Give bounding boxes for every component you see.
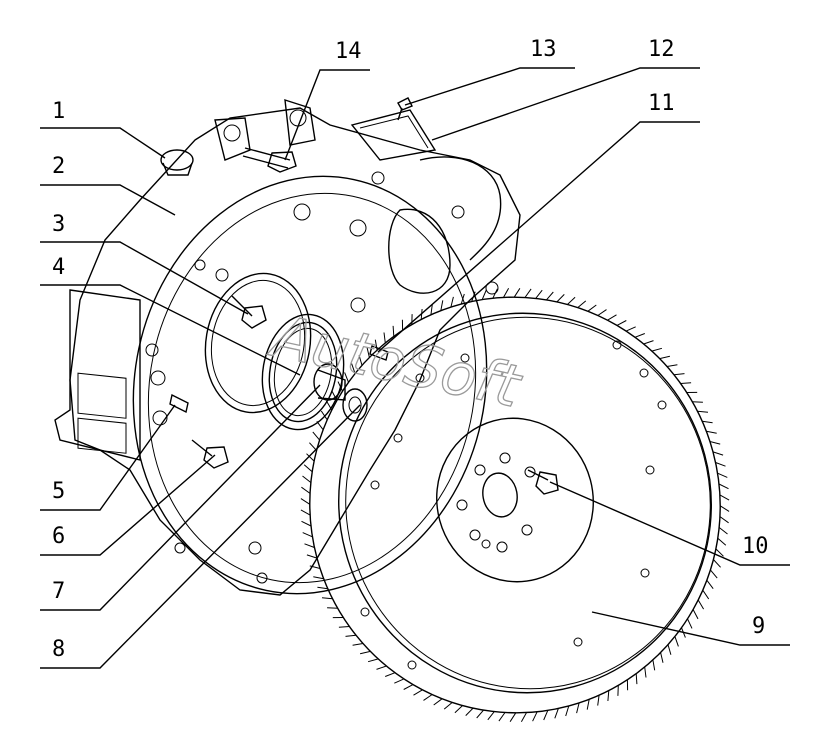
- screw-part-13: [397, 97, 413, 121]
- callout-8: 8: [52, 637, 65, 662]
- callout-4: 4: [52, 255, 65, 280]
- bearing-part-7: [313, 363, 346, 401]
- callout-13: 13: [530, 37, 557, 62]
- bolt-part-6: [191, 439, 229, 469]
- callout-14: 14: [335, 39, 362, 64]
- bolt-part-3: [231, 295, 267, 329]
- ring-gear-teeth: [300, 288, 730, 722]
- callout-labels: 1 2 3 4 5 6 7 8 9 10 11 12 13 14: [52, 37, 769, 662]
- callout-11: 11: [648, 91, 675, 116]
- leader-lines: [40, 67, 790, 669]
- cover-plate-part-12: [350, 109, 437, 161]
- callout-3: 3: [52, 212, 65, 237]
- flywheel-housing: [54, 99, 521, 596]
- pilot-bearing-part-8: [342, 388, 368, 422]
- pin-part-11: [369, 345, 389, 361]
- flywheel: [300, 288, 730, 722]
- dowel-pin-part-5: [169, 393, 189, 414]
- callout-7: 7: [52, 579, 65, 604]
- callout-2: 2: [52, 154, 65, 179]
- gear-teeth-path: [300, 288, 730, 722]
- plug-part-1: [160, 149, 194, 176]
- flywheel-bolt-part-10: [527, 469, 559, 495]
- callout-6: 6: [52, 524, 65, 549]
- callout-9: 9: [752, 614, 765, 639]
- callout-10: 10: [742, 534, 769, 559]
- callout-5: 5: [52, 479, 65, 504]
- callout-1: 1: [52, 99, 65, 124]
- callout-12: 12: [648, 37, 675, 62]
